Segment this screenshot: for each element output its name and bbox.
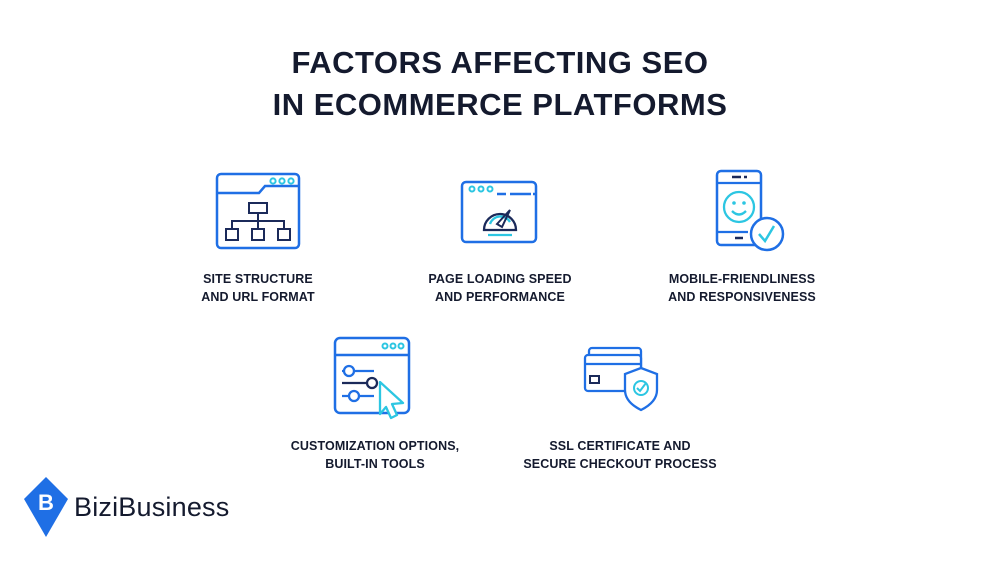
- factor-site-structure: SITE STRUCTURE AND URL FORMAT: [128, 172, 388, 306]
- brand-logo: B BiziBusiness: [24, 477, 229, 537]
- label-line: SITE STRUCTURE: [203, 272, 313, 286]
- title-line-1: FACTORS AFFECTING SEO: [291, 45, 709, 80]
- bizibusiness-logo-mark-icon: B: [24, 477, 68, 537]
- label-line: SECURE CHECKOUT PROCESS: [523, 457, 717, 471]
- factor-label: CUSTOMIZATION OPTIONS, BUILT-IN TOOLS: [245, 437, 505, 473]
- factor-label: MOBILE-FRIENDLINESS AND RESPONSIVENESS: [612, 270, 872, 306]
- factor-label: SSL CERTIFICATE AND SECURE CHECKOUT PROC…: [490, 437, 750, 473]
- label-line: AND URL FORMAT: [201, 290, 315, 304]
- factor-ssl-checkout: SSL CERTIFICATE AND SECURE CHECKOUT PROC…: [490, 340, 750, 473]
- smiley-phone-check-icon: [715, 169, 785, 252]
- factor-label: PAGE LOADING SPEED AND PERFORMANCE: [370, 270, 630, 306]
- sitemap-browser-icon: [215, 172, 301, 250]
- factor-page-speed: PAGE LOADING SPEED AND PERFORMANCE: [370, 172, 630, 306]
- factor-customization: CUSTOMIZATION OPTIONS, BUILT-IN TOOLS: [245, 335, 505, 473]
- brand-name: BiziBusiness: [74, 491, 230, 522]
- label-line: AND RESPONSIVENESS: [668, 290, 816, 304]
- label-line: MOBILE-FRIENDLINESS: [668, 272, 816, 286]
- speedometer-browser-icon: [460, 180, 538, 244]
- factor-mobile-friendliness: MOBILE-FRIENDLINESS AND RESPONSIVENESS: [612, 168, 872, 306]
- card-shield-icon: [583, 346, 659, 412]
- label-line: CUSTOMIZATION OPTIONS,: [290, 439, 460, 453]
- sliders-cursor-icon: [333, 336, 411, 420]
- label-line: PAGE LOADING SPEED: [428, 272, 572, 286]
- page-title: FACTORS AFFECTING SEO IN ECOMMERCE PLATF…: [0, 42, 1000, 126]
- label-line: SSL CERTIFICATE AND: [549, 439, 691, 453]
- factor-label: SITE STRUCTURE AND URL FORMAT: [128, 270, 388, 306]
- label-line: BUILT-IN TOOLS: [325, 457, 425, 471]
- label-line: AND PERFORMANCE: [435, 290, 565, 304]
- title-line-2: IN ECOMMERCE PLATFORMS: [272, 87, 728, 122]
- svg-text:B: B: [38, 490, 54, 515]
